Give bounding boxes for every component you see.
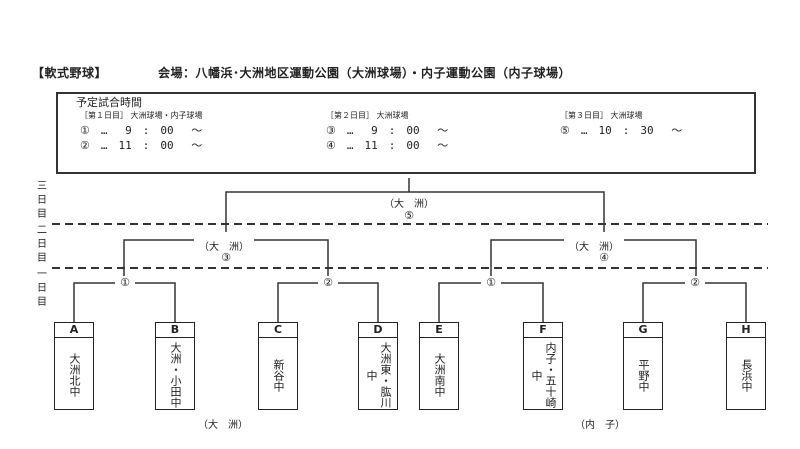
final-number: ⑤ (404, 209, 414, 222)
team-d: D 大洲東・肱川中 (358, 322, 398, 410)
schedule-box: 予定試合時間 ［第１日目］ 大洲球場・内子球場 ① … 9 : 00 〜 ② …… (56, 92, 756, 174)
team-letter: G (624, 323, 662, 338)
team-b: B 大洲・小田中 (155, 322, 195, 410)
final-venue: （大 洲） (379, 195, 439, 210)
day-1-marker: 一日目 (37, 269, 47, 308)
footer-venue-right: （内 子） (575, 420, 625, 431)
team-name: 内子・五十崎中 (530, 342, 557, 408)
day-3-label: ［第３日目］ 大洲球場 (560, 111, 643, 120)
day-1-row-2: ② … 11 : 00 〜 (80, 139, 203, 152)
team-letter: D (359, 323, 397, 338)
schedule-day-1: ［第１日目］ 大洲球場・内子球場 ① … 9 : 00 〜 ② … 11 : 0… (80, 110, 320, 153)
team-name: 新谷中 (272, 358, 285, 392)
schedule-day-3: ［第３日目］ 大洲球場 ⑤ … 10 : 30 〜 (560, 110, 800, 138)
semi-right-number: ④ (594, 251, 614, 264)
team-letter: B (156, 323, 194, 338)
team-letter: E (420, 323, 458, 338)
schedule-title: 予定試合時間 (76, 96, 142, 109)
q4-number: ② (685, 276, 705, 289)
team-name: 大洲南中 (433, 353, 446, 397)
q3-number: ① (481, 276, 501, 289)
team-a: A 大洲北中 (54, 322, 94, 410)
day-2-label: ［第２日目］ 大洲球場 (326, 111, 409, 120)
day-3-row-1: ⑤ … 10 : 30 〜 (560, 124, 683, 137)
team-g: G 平野中 (623, 322, 663, 410)
team-letter: F (524, 323, 562, 338)
semi-left-venue: （大 洲） (194, 238, 254, 253)
q1-number: ① (115, 276, 135, 289)
team-letter: C (259, 323, 297, 338)
team-f: F 内子・五十崎中 (523, 322, 563, 410)
team-name: 大洲北中 (68, 353, 81, 397)
team-letter: A (55, 323, 93, 338)
day-3-marker: 三日目 (37, 181, 47, 220)
day-2-row-2: ④ … 11 : 00 〜 (326, 139, 449, 152)
final-bracket (225, 191, 605, 232)
schedule-day-2: ［第２日目］ 大洲球場 ③ … 9 : 00 〜 ④ … 11 : 00 〜 (326, 110, 566, 153)
team-name: 大洲東・肱川中 (365, 342, 392, 408)
footer-venue-left: （大 洲） (198, 420, 248, 431)
day-2-row-1: ③ … 9 : 00 〜 (326, 124, 449, 137)
team-e: E 大洲南中 (419, 322, 459, 410)
semi-right-venue: （大 洲） (564, 238, 624, 253)
day-1-label: ［第１日目］ 大洲球場・内子球場 (80, 111, 203, 120)
day-2-marker: 二日目 (37, 225, 47, 264)
team-letter: H (727, 323, 765, 338)
team-h: H 長浜中 (726, 322, 766, 410)
team-name: 大洲・小田中 (169, 342, 182, 408)
team-name: 平野中 (637, 358, 650, 392)
day-1-row-1: ① … 9 : 00 〜 (80, 124, 203, 137)
q2-number: ② (318, 276, 338, 289)
team-c: C 新谷中 (258, 322, 298, 410)
team-name: 長浜中 (740, 358, 753, 392)
sport-title: 【軟式野球】 (32, 66, 108, 80)
semi-left-number: ③ (216, 251, 236, 264)
venue-title: 会場：八幡浜･大洲地区運動公園（大洲球場）・内子運動公園（内子球場） (158, 66, 572, 80)
